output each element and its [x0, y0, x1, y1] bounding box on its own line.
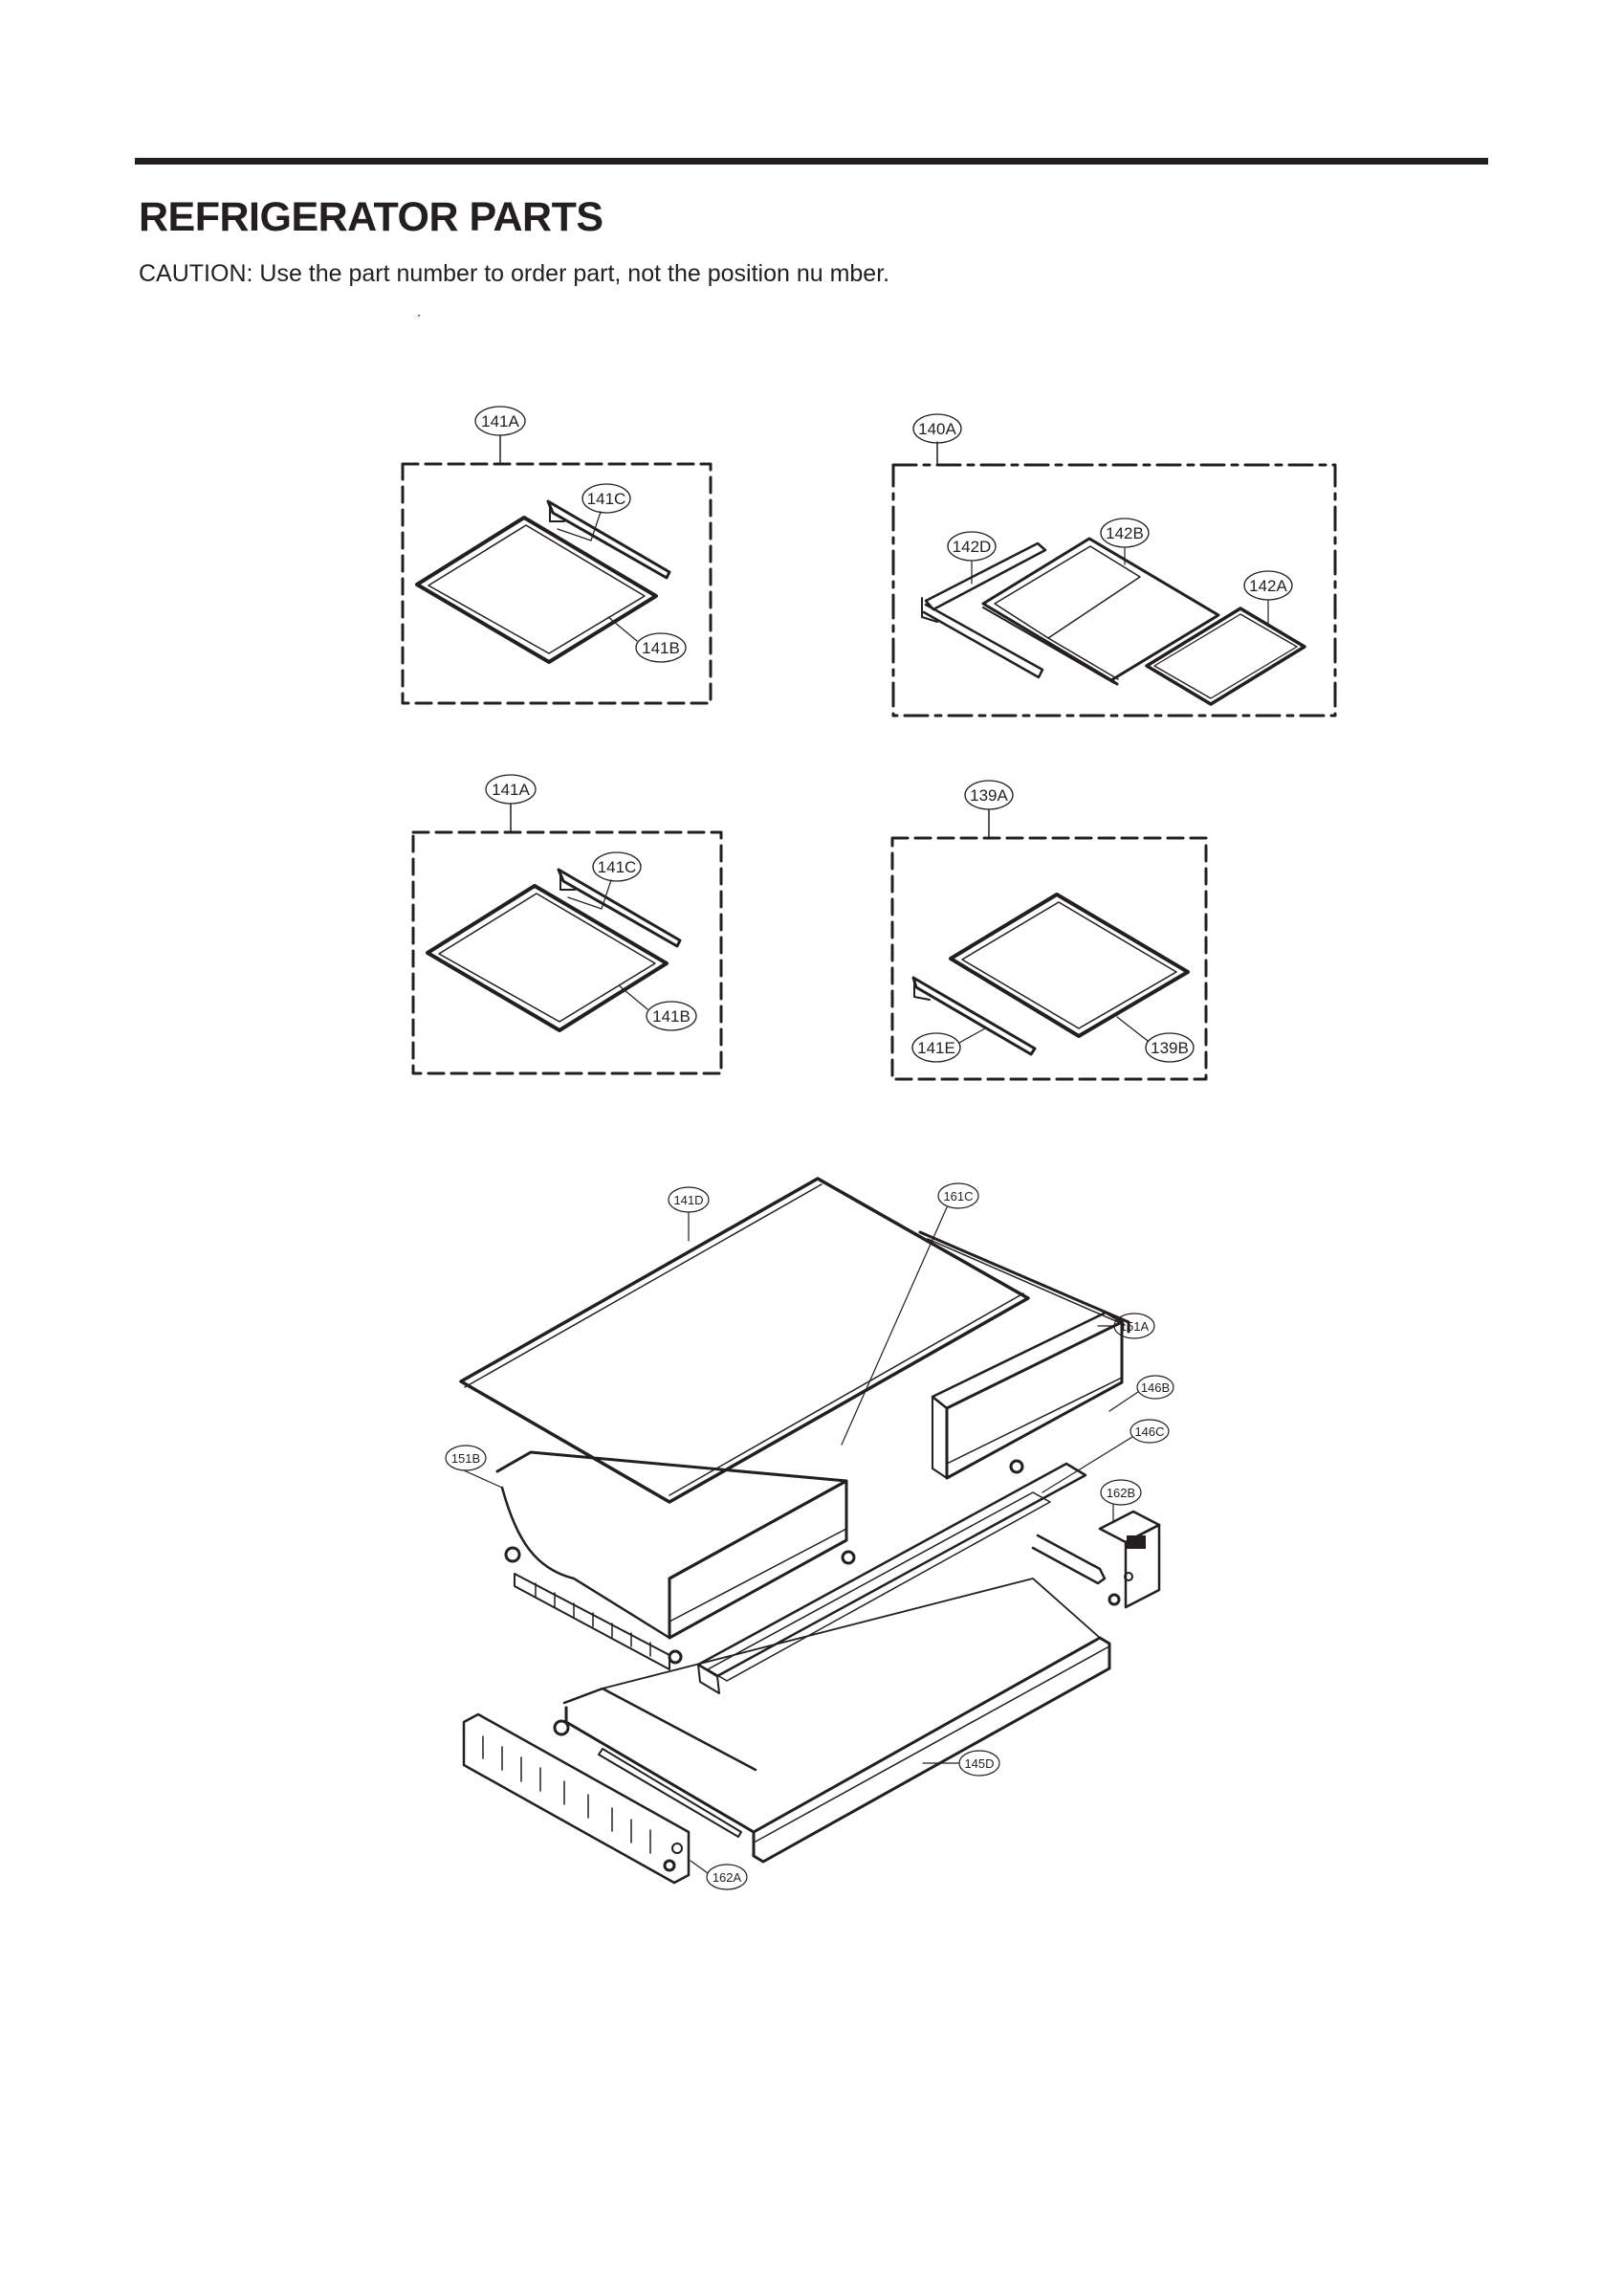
callout-141a-2: 141A	[492, 781, 530, 799]
group-141a-top: 141A 141C 141B	[401, 406, 713, 705]
callout-162a: 162A	[713, 1870, 742, 1885]
callout-142b: 142B	[1106, 524, 1144, 542]
callout-161c: 161C	[943, 1189, 973, 1203]
callout-146b: 146B	[1141, 1380, 1170, 1395]
group-141a-middle: 141A 141C 141B	[411, 774, 723, 1075]
callout-162b: 162B	[1107, 1486, 1135, 1500]
callout-142a: 142A	[1249, 577, 1287, 595]
callout-141a: 141A	[481, 412, 519, 430]
group-140a: 140A 142D 142B 142A	[891, 413, 1337, 718]
callout-146c: 146C	[1134, 1424, 1164, 1439]
callout-141b: 141B	[642, 639, 680, 657]
callout-141e: 141E	[917, 1039, 955, 1057]
header-rule	[135, 158, 1488, 165]
caution-note: CAUTION: Use the part number to order pa…	[139, 260, 890, 287]
page-title: REFRIGERATOR PARTS	[139, 194, 603, 240]
callout-145d: 145D	[964, 1756, 994, 1771]
callout-141c-2: 141C	[598, 858, 637, 876]
callout-141c: 141C	[587, 490, 626, 508]
exploded-view-crisper	[459, 1177, 1161, 1885]
stray-mark: ´	[417, 312, 422, 327]
callout-151b: 151B	[451, 1451, 480, 1466]
callout-139b: 139B	[1151, 1039, 1189, 1057]
callout-141d: 141D	[673, 1193, 703, 1207]
callout-142d: 142D	[953, 538, 992, 556]
callout-140a: 140A	[918, 420, 956, 438]
callout-141b-2: 141B	[652, 1007, 691, 1026]
callout-139a: 139A	[970, 786, 1008, 805]
callout-151a: 151A	[1120, 1319, 1150, 1334]
group-139a: 139A 141E 139B	[890, 780, 1208, 1081]
exploded-view-callouts: 141D 161C 151A 146B 146C 162B 151B 145D …	[445, 1182, 1174, 1890]
